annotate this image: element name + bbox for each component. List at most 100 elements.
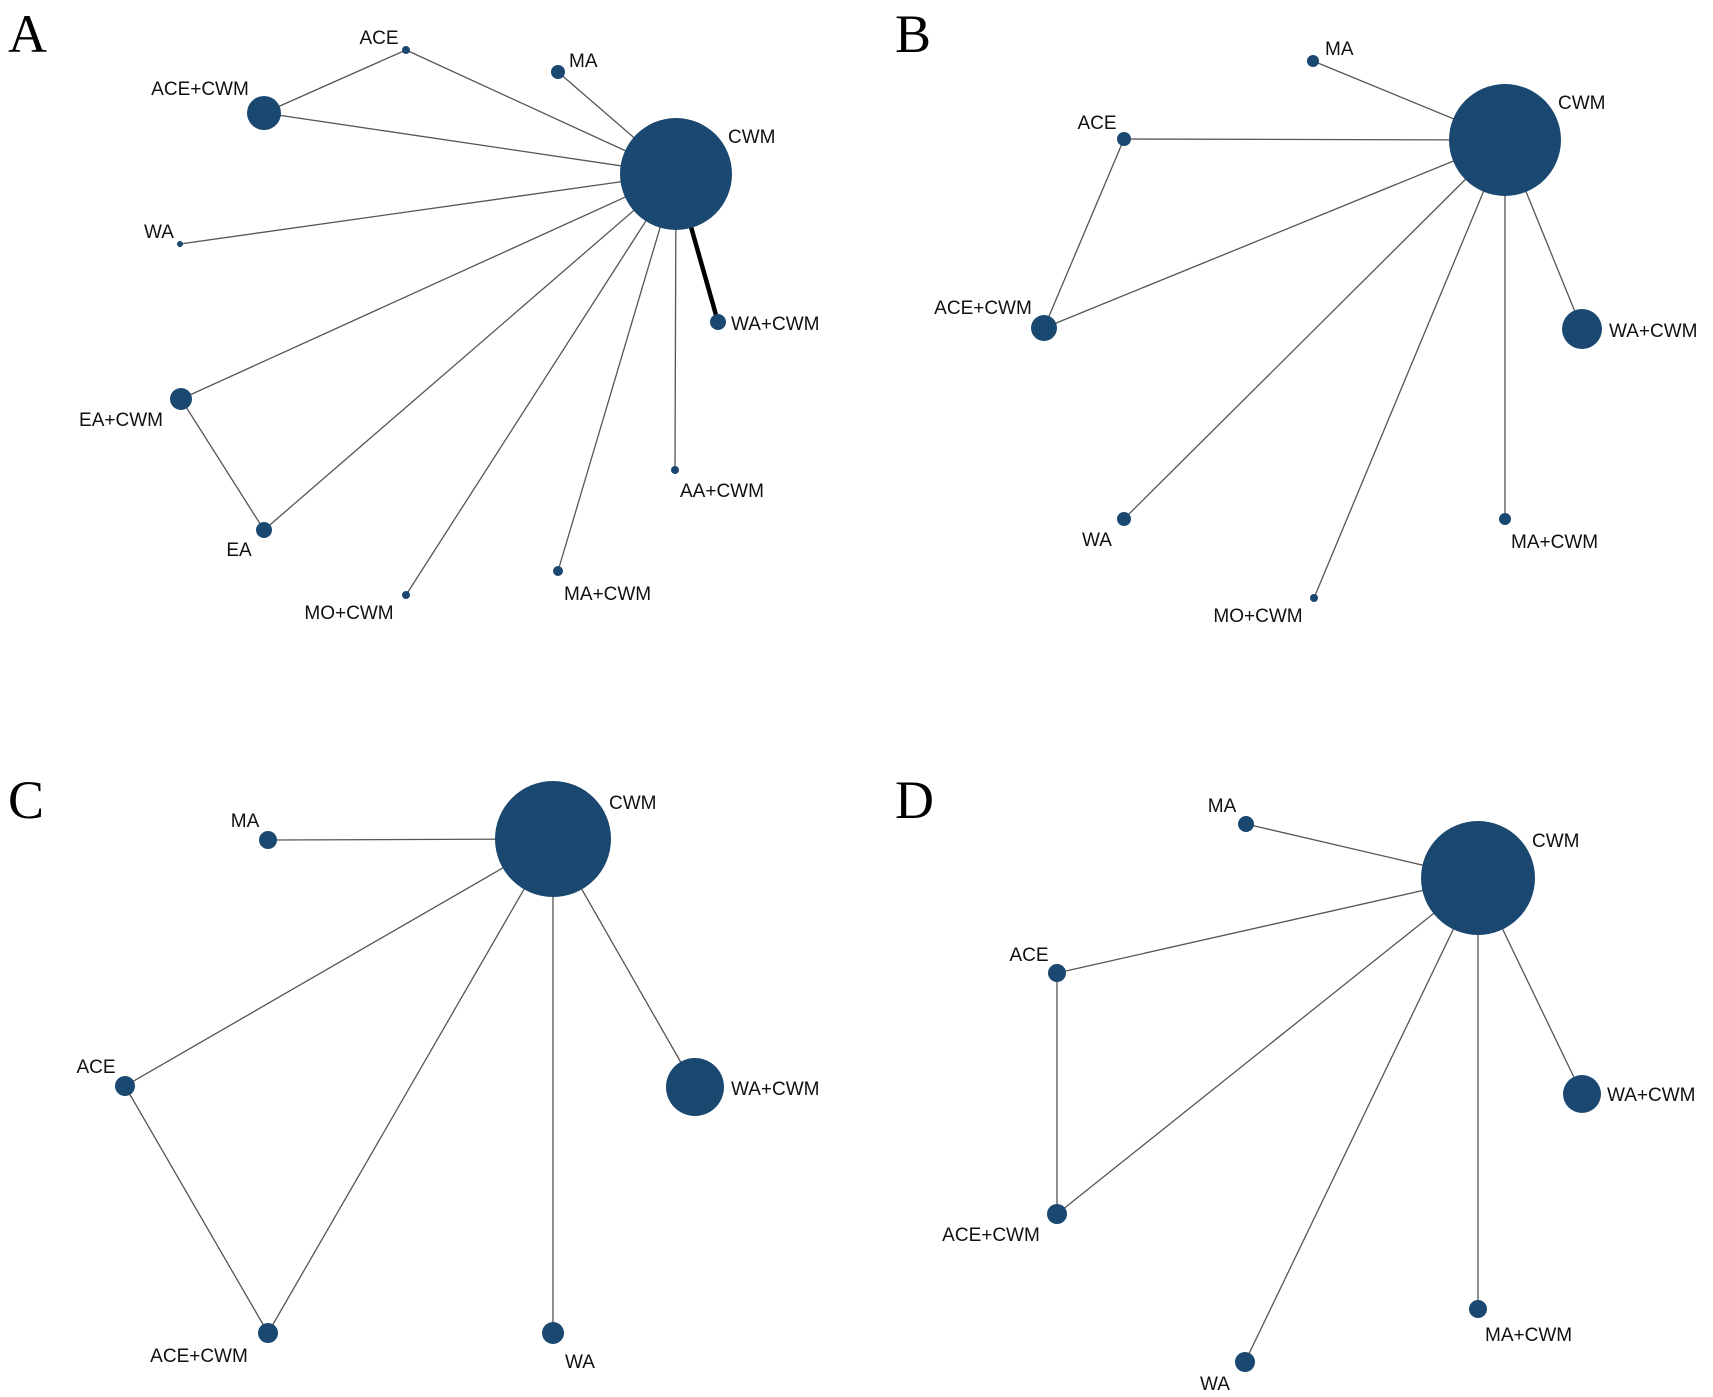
node-label-ace: ACE <box>1009 945 1048 966</box>
node-wa-plus-cwm <box>710 314 726 330</box>
edge-wa-to-cwm <box>1244 877 1479 1363</box>
node-ace-plus-cwm <box>1031 315 1057 341</box>
panel-d-edges <box>1056 823 1583 1363</box>
panel-a-nodes: CWM ACE MA ACE+CWM WA WA+CWM EA+CWM AA+CWM EA MA+… <box>79 28 819 624</box>
node-wa-plus-cwm <box>1563 1075 1601 1113</box>
node-label-ma: MA <box>1208 796 1237 817</box>
node-cwm <box>1421 821 1535 935</box>
node-ace <box>402 46 410 54</box>
node-cwm <box>1449 84 1561 196</box>
panel-letter-b: B <box>895 4 931 64</box>
node-ma <box>551 65 565 79</box>
node-mo-plus-cwm <box>402 591 410 599</box>
node-ma <box>1238 816 1254 832</box>
node-label-wa-plus-cwm: WA+CWM <box>1609 321 1697 342</box>
node-label-cwm: CWM <box>1558 93 1605 114</box>
node-mo-plus-cwm <box>1310 594 1318 602</box>
edge-ea-plus-cwm-to-cwm <box>180 173 677 400</box>
panel-b-nodes: CWM MA ACE ACE+CWM WA+CWM WA MA+CWM MO+CWM <box>934 39 1697 627</box>
edge-ace-plus-cwm-to-cwm <box>1043 139 1506 329</box>
edge-wa-to-cwm <box>179 173 677 245</box>
node-label-ma-plus-cwm: MA+CWM <box>564 584 651 605</box>
node-label-mo-plus-cwm: MO+CWM <box>1213 606 1302 627</box>
panel-b-edges <box>1043 60 1583 599</box>
edge-ea-to-cwm <box>263 173 677 531</box>
edge-ace-to-cwm <box>124 838 554 1087</box>
node-label-wa-plus-cwm: WA+CWM <box>1607 1085 1695 1106</box>
node-label-ma-plus-cwm: MA+CWM <box>1511 532 1598 553</box>
edge-ace-plus-cwm-to-cwm <box>263 112 677 175</box>
node-label-ma-plus-cwm: MA+CWM <box>1485 1325 1572 1346</box>
node-label-ace-plus-cwm: ACE+CWM <box>934 298 1032 319</box>
node-label-ace-plus-cwm: ACE+CWM <box>151 79 249 100</box>
node-label-ea-plus-cwm: EA+CWM <box>79 410 163 431</box>
panel-c-nodes: CWM MA ACE WA+CWM ACE+CWM WA <box>76 781 819 1373</box>
node-wa <box>542 1322 564 1344</box>
node-label-aa-plus-cwm: AA+CWM <box>680 481 764 502</box>
node-ma-plus-cwm <box>1499 513 1511 525</box>
panel-a-edges <box>179 49 721 596</box>
node-ace <box>1117 132 1131 146</box>
edge-ace-plus-cwm-to-cwm <box>1056 877 1479 1215</box>
node-label-wa: WA <box>1082 530 1112 551</box>
panel-letter-c: C <box>8 770 44 830</box>
node-label-cwm: CWM <box>609 793 656 814</box>
node-label-cwm: CWM <box>728 127 775 148</box>
node-cwm <box>495 781 611 897</box>
edge-ace-to-ace-plus-cwm <box>263 49 407 114</box>
node-label-ma: MA <box>1325 39 1354 60</box>
edge-ma-plus-cwm-to-cwm <box>557 173 677 572</box>
node-cwm <box>620 118 732 230</box>
node-ace <box>115 1076 135 1096</box>
node-ea-plus-cwm <box>170 388 192 410</box>
node-wa-plus-cwm <box>666 1058 724 1116</box>
node-ma <box>259 831 277 849</box>
node-label-ace: ACE <box>359 28 398 49</box>
node-aa-plus-cwm <box>671 466 679 474</box>
node-ace-plus-cwm <box>258 1323 278 1343</box>
edge-ace-to-ace-plus-cwm <box>1043 138 1125 329</box>
edge-mo-plus-cwm-to-cwm <box>1313 139 1506 599</box>
node-label-ace: ACE <box>76 1057 115 1078</box>
edge-ace-to-ace-plus-cwm <box>124 1085 269 1334</box>
edge-ace-to-cwm <box>1056 877 1479 974</box>
node-wa <box>177 241 183 247</box>
node-wa-plus-cwm <box>1562 309 1602 349</box>
node-wa <box>1235 1352 1255 1372</box>
node-ace-plus-cwm <box>247 96 281 130</box>
node-label-wa: WA <box>1200 1374 1230 1395</box>
node-label-ace-plus-cwm: ACE+CWM <box>150 1346 248 1367</box>
node-label-ma: MA <box>231 811 260 832</box>
edge-ace-plus-cwm-to-cwm <box>267 838 554 1334</box>
panel-letter-d: D <box>895 770 934 830</box>
panel-a: A CWM ACE MA ACE+CWM WA WA+CWM EA+CWM AA+CWM EA M… <box>8 4 819 624</box>
node-ace <box>1048 964 1066 982</box>
node-label-cwm: CWM <box>1532 831 1579 852</box>
edge-ace-to-cwm <box>1123 138 1506 141</box>
node-ace-plus-cwm <box>1047 1204 1067 1224</box>
node-label-ea: EA <box>226 540 252 561</box>
node-ma-plus-cwm <box>1469 1300 1487 1318</box>
panel-letter-a: A <box>8 4 47 64</box>
node-label-wa-plus-cwm: WA+CWM <box>731 1079 819 1100</box>
panel-d-nodes: CWM MA ACE WA+CWM ACE+CWM MA+CWM WA <box>942 796 1695 1395</box>
node-ea <box>256 522 272 538</box>
edge-wa-to-cwm <box>1123 139 1506 520</box>
node-label-wa: WA <box>565 1352 595 1373</box>
edge-ea-plus-cwm-to-ea <box>180 398 265 531</box>
node-ma <box>1307 55 1319 67</box>
panel-b: B CWM MA ACE ACE+CWM WA+CWM WA MA+CWM MO+CWM <box>895 4 1697 627</box>
node-label-wa-plus-cwm: WA+CWM <box>731 314 819 335</box>
panel-d: D CWM MA ACE WA+CWM ACE+CWM MA+CWM WA <box>895 770 1695 1395</box>
node-label-ace-plus-cwm: ACE+CWM <box>942 1225 1040 1246</box>
edge-mo-plus-cwm-to-cwm <box>405 173 677 596</box>
node-label-ma: MA <box>569 51 598 72</box>
panel-c-edges <box>124 838 696 1334</box>
node-label-ace: ACE <box>1077 113 1116 134</box>
node-wa <box>1117 512 1131 526</box>
node-ma-plus-cwm <box>553 566 563 576</box>
panel-c: C CWM MA ACE WA+CWM ACE+CWM WA <box>8 770 819 1373</box>
node-label-wa: WA <box>144 222 174 243</box>
node-label-mo-plus-cwm: MO+CWM <box>304 603 393 624</box>
